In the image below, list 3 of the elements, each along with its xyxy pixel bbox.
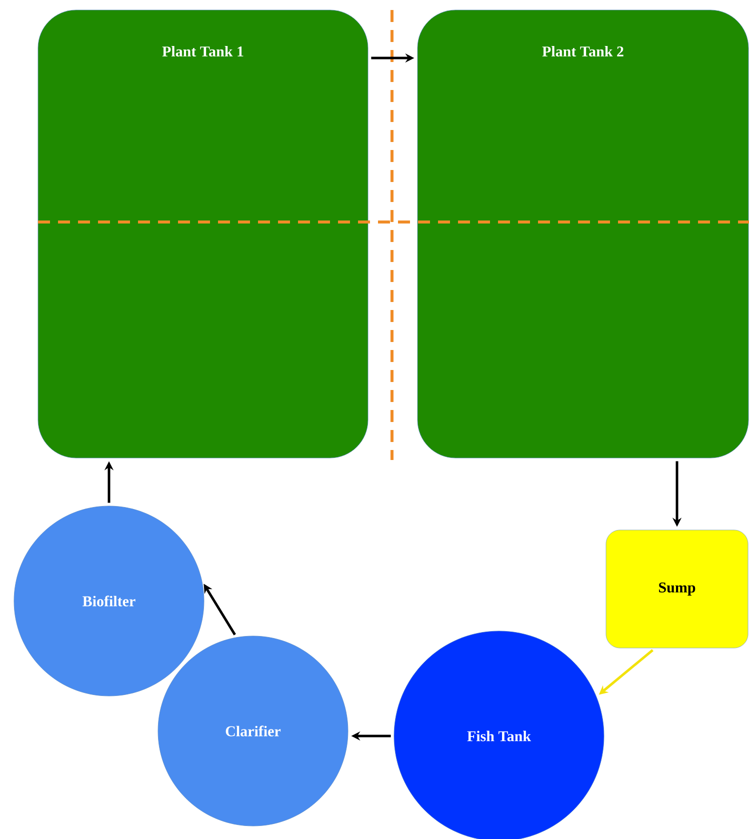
sump-box: Sump (606, 530, 748, 648)
plant-tank-box: Plant Tank 1 (38, 10, 368, 458)
plant-tank-box: Plant Tank 2 (417, 10, 749, 458)
